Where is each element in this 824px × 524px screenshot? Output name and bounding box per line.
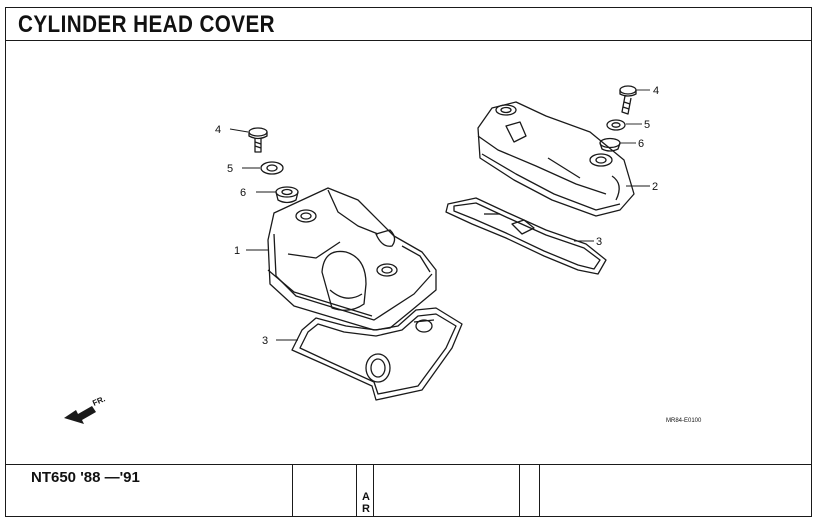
front-grommet xyxy=(275,186,299,204)
front-cover-bolt xyxy=(248,127,268,153)
footer-divider xyxy=(539,465,540,516)
rear-head-cover-gasket xyxy=(445,197,607,275)
callout-6-rear: 6 xyxy=(638,138,644,150)
footer-divider xyxy=(519,465,520,516)
rear-cover-bolt xyxy=(619,85,637,115)
footer-divider xyxy=(373,465,374,516)
footer-divider xyxy=(292,465,293,516)
rear-cylinder-head-cover xyxy=(477,101,635,217)
area-code-letter-r: R xyxy=(362,503,370,515)
area-code-label: A R xyxy=(361,491,371,515)
front-direction-arrow-icon xyxy=(64,406,96,424)
front-head-cover-gasket xyxy=(291,307,463,401)
callout-1: 1 xyxy=(234,245,240,257)
exploded-view-diagram: 4 5 6 1 3 4 5 6 2 3 FR. MR84-E0100 xyxy=(64,85,702,424)
callout-5-rear: 5 xyxy=(644,119,650,131)
rear-sealing-washer xyxy=(606,119,626,131)
model-year-label: NT650 '88 —'91 xyxy=(31,469,140,486)
diagram-reference-code: MR84-E0100 xyxy=(666,418,702,424)
leader-lines xyxy=(229,89,650,341)
front-cylinder-head-cover xyxy=(267,187,437,331)
area-code-letter-a: A xyxy=(362,491,370,503)
callout-4-front: 4 xyxy=(215,124,221,136)
callout-6-front: 6 xyxy=(240,187,246,199)
front-direction-label: FR. xyxy=(91,394,106,407)
parts-sheet: CYLINDER HEAD COVER xyxy=(5,7,812,517)
front-sealing-washer xyxy=(260,161,284,175)
callout-3-front: 3 xyxy=(262,335,268,347)
callout-5-front: 5 xyxy=(227,163,233,175)
page-title: CYLINDER HEAD COVER xyxy=(18,11,276,38)
footer-info-block: NT650 '88 —'91 A R xyxy=(6,464,811,516)
callout-2: 2 xyxy=(652,181,658,193)
title-bar: CYLINDER HEAD COVER xyxy=(6,8,811,41)
callout-3-rear: 3 xyxy=(596,236,602,248)
footer-divider xyxy=(356,465,357,516)
callout-4-rear: 4 xyxy=(653,85,659,97)
